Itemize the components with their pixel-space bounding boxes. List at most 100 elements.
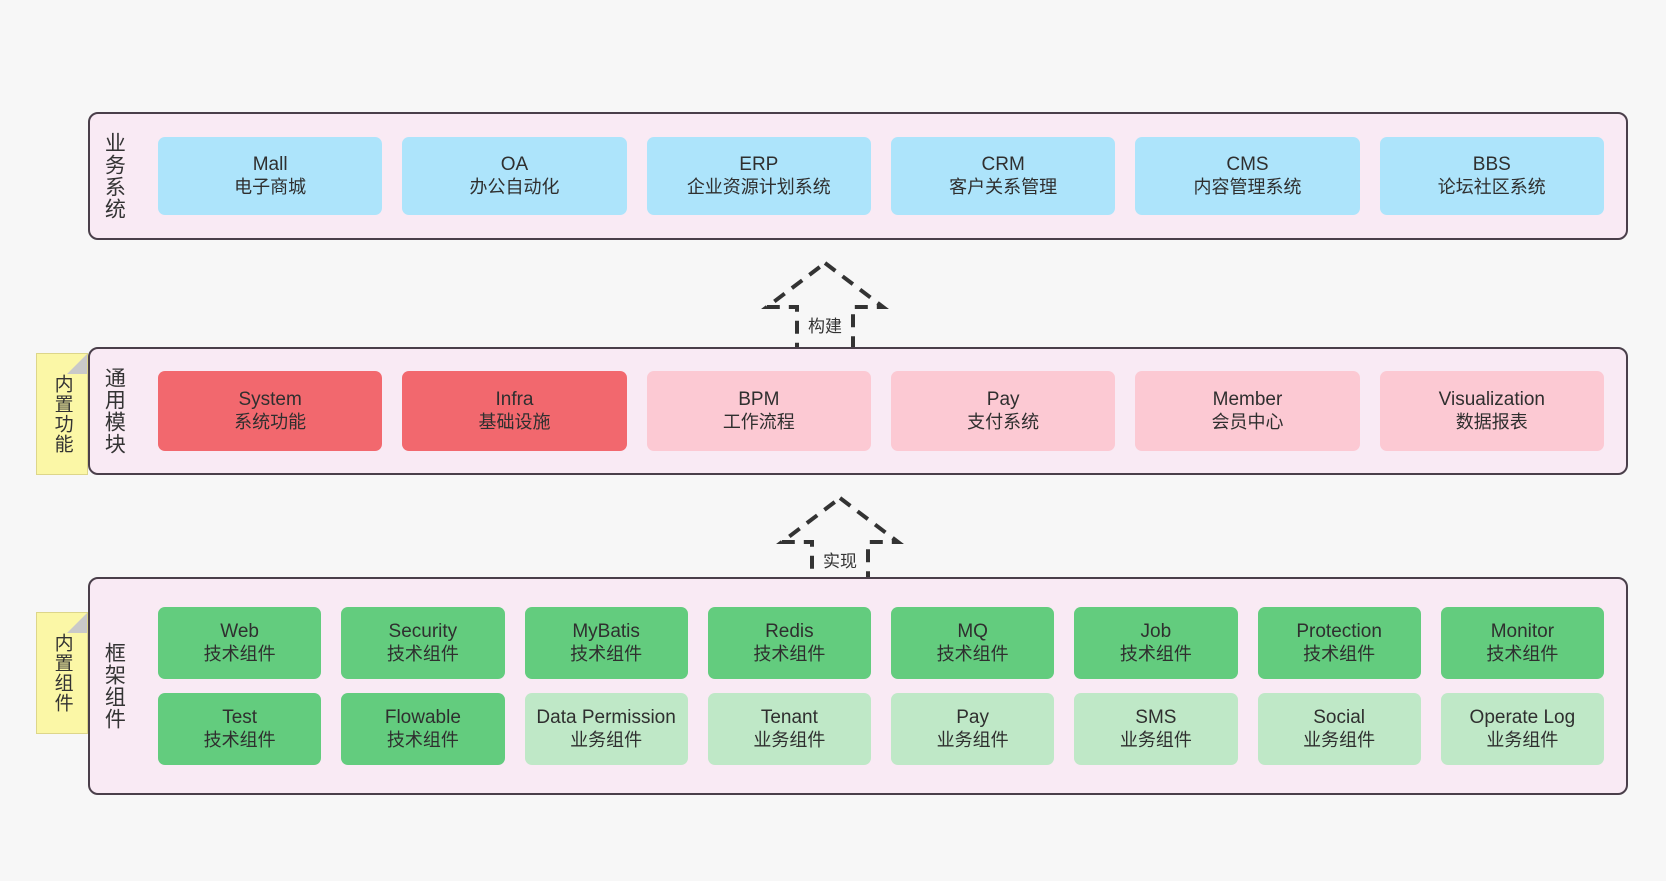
node-title: ERP [739,154,779,176]
node-subtitle: 业务组件 [1119,729,1192,750]
node-subtitle: 技术组件 [570,643,643,664]
layer-body-framework-components: Web 技术组件 Security 技术组件 MyBatis 技术组件 Redi… [136,579,1626,793]
node-title: Pay [986,389,1020,411]
connector-label: 实现 [823,552,857,571]
node-system[interactable]: System 系统功能 [158,371,383,451]
node-data-permission[interactable]: Data Permission 业务组件 [524,693,688,765]
node-title: Visualization [1438,389,1545,411]
node-subtitle: 技术组件 [386,643,459,664]
node-subtitle: 数据报表 [1455,411,1528,432]
node-member[interactable]: Member 会员中心 [1135,371,1360,451]
node-job[interactable]: Job 技术组件 [1074,607,1238,679]
node-cms[interactable]: CMS 内容管理系统 [1135,137,1360,215]
node-title: SMS [1135,707,1177,729]
node-title: System [238,389,302,411]
node-subtitle: 电子商城 [234,176,307,197]
node-title: Job [1140,621,1172,643]
node-visualization[interactable]: Visualization 数据报表 [1379,371,1604,451]
node-security[interactable]: Security 技术组件 [341,607,505,679]
node-title: OA [500,154,529,176]
layer-title-business-systems: 业务系统 [102,132,126,220]
node-tenant[interactable]: Tenant 业务组件 [707,693,871,765]
layer-common-modules: 通用模块 System 系统功能 Infra 基础设施 BPM 工作流程 Pay… [88,347,1628,475]
node-mybatis[interactable]: MyBatis 技术组件 [524,607,688,679]
framework-row-business: Test 技术组件 Flowable 技术组件 Data Permission … [148,693,1614,765]
node-mq[interactable]: MQ 技术组件 [891,607,1055,679]
node-subtitle: 系统功能 [234,411,307,432]
node-subtitle: 技术组件 [936,643,1009,664]
sticky-note-builtin-features: 内置功能 [36,353,88,475]
node-title: Monitor [1490,621,1555,643]
node-sms[interactable]: SMS 业务组件 [1074,693,1238,765]
node-pay-module[interactable]: Pay 支付系统 [890,371,1116,451]
node-title: BPM [738,389,780,411]
node-title: Protection [1296,621,1382,643]
node-protection[interactable]: Protection 技术组件 [1257,607,1421,679]
node-bpm[interactable]: BPM 工作流程 [646,371,871,451]
layer-business-systems: 业务系统 Mall 电子商城 OA 办公自动化 ERP 企业资源计划系统 CRM… [88,112,1628,240]
node-title: MQ [957,621,988,643]
node-subtitle: 办公自动化 [469,176,560,197]
layer-framework-components: 框架组件 Web 技术组件 Security 技术组件 MyBatis 技术组件… [88,577,1628,795]
node-subtitle: 技术组件 [1303,643,1376,664]
node-infra[interactable]: Infra 基础设施 [402,371,627,451]
node-subtitle: 技术组件 [1119,643,1192,664]
node-subtitle: 基础设施 [478,411,551,432]
layer-body-common-modules: System 系统功能 Infra 基础设施 BPM 工作流程 Pay 支付系统… [136,349,1626,473]
node-title: CMS [1226,154,1269,176]
node-title: Test [222,707,258,729]
node-redis[interactable]: Redis 技术组件 [707,607,871,679]
node-subtitle: 技术组件 [203,729,276,750]
node-title: Redis [765,621,814,643]
node-subtitle: 业务组件 [1303,729,1376,750]
node-title: Data Permission [536,707,676,729]
layer-title-framework-components: 框架组件 [102,642,126,730]
node-title: Web [220,621,259,643]
node-subtitle: 内容管理系统 [1193,176,1302,197]
node-title: Social [1313,707,1365,729]
node-pay-component[interactable]: Pay 业务组件 [891,693,1055,765]
node-erp[interactable]: ERP 企业资源计划系统 [646,137,871,215]
layer-body-business-systems: Mall 电子商城 OA 办公自动化 ERP 企业资源计划系统 CRM 客户关系… [136,114,1626,238]
node-subtitle: 支付系统 [967,411,1040,432]
node-title: Operate Log [1469,707,1576,729]
node-title: CRM [981,154,1025,176]
node-subtitle: 业务组件 [936,729,1009,750]
node-operate-log[interactable]: Operate Log 业务组件 [1440,693,1604,765]
node-flowable[interactable]: Flowable 技术组件 [341,693,505,765]
sticky-note-builtin-components: 内置组件 [36,612,88,734]
node-monitor[interactable]: Monitor 技术组件 [1440,607,1604,679]
node-bbs[interactable]: BBS 论坛社区系统 [1379,137,1604,215]
node-subtitle: 业务组件 [753,729,826,750]
layer-title-common-modules: 通用模块 [102,367,126,455]
node-test[interactable]: Test 技术组件 [158,693,322,765]
node-subtitle: 技术组件 [753,643,826,664]
node-social[interactable]: Social 业务组件 [1257,693,1421,765]
generalization-arrow-icon [776,495,904,588]
node-subtitle: 论坛社区系统 [1437,176,1546,197]
connector-label: 构建 [808,317,842,336]
connector-implement: 实现 [750,490,930,590]
node-title: Tenant [760,707,818,729]
node-subtitle: 业务组件 [570,729,643,750]
generalization-arrow-icon [761,260,889,353]
node-subtitle: 技术组件 [386,729,459,750]
sticky-note-label: 内置功能 [51,374,73,454]
node-subtitle: 企业资源计划系统 [686,176,831,197]
node-title: Member [1212,389,1283,411]
node-web[interactable]: Web 技术组件 [158,607,322,679]
node-oa[interactable]: OA 办公自动化 [402,137,627,215]
connector-build: 构建 [735,255,915,355]
node-title: Flowable [384,707,461,729]
node-subtitle: 技术组件 [1486,643,1559,664]
node-title: Infra [495,389,534,411]
node-subtitle: 客户关系管理 [949,176,1058,197]
node-subtitle: 技术组件 [203,643,276,664]
sticky-note-label: 内置组件 [51,633,73,713]
node-title: Security [388,621,458,643]
node-mall[interactable]: Mall 电子商城 [158,137,383,215]
node-subtitle: 工作流程 [722,411,795,432]
node-crm[interactable]: CRM 客户关系管理 [890,137,1116,215]
node-subtitle: 会员中心 [1211,411,1284,432]
